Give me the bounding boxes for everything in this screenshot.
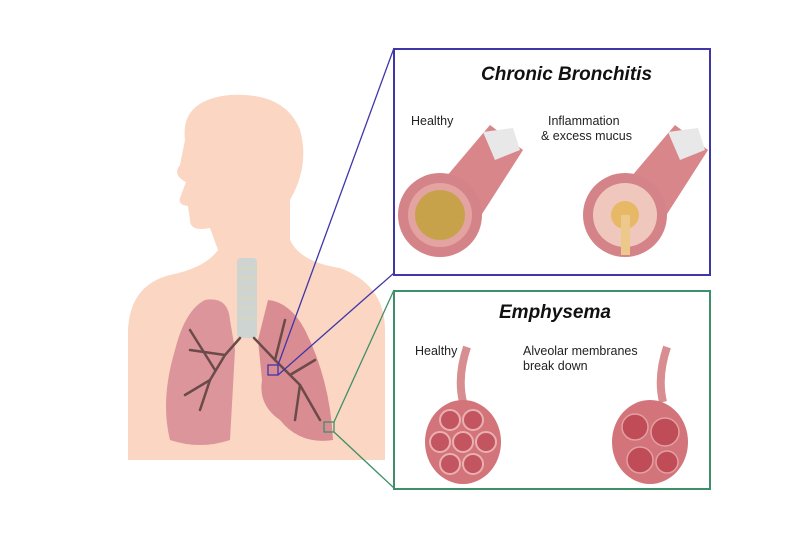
- emphysema-callout: [323, 289, 395, 489]
- healthy-label: Healthy: [415, 344, 458, 358]
- chronic-bronchitis-callout: [267, 47, 395, 376]
- chronic-bronchitis-title: Chronic Bronchitis: [481, 64, 653, 85]
- inflammation-label: Inflammation: [548, 114, 620, 128]
- right-lung: [166, 299, 235, 445]
- bronchi: [183, 318, 322, 422]
- alveolar-label: Alveolar membranes: [523, 344, 638, 358]
- healthy-alveoli: [425, 345, 501, 484]
- damaged-alveoli: [612, 345, 688, 484]
- bronchi-cross-sections: [398, 125, 708, 257]
- break-down-label: break down: [523, 359, 588, 373]
- alveoli-illustrations: [425, 345, 688, 484]
- inflamed-bronchus: [583, 125, 708, 257]
- emphysema-title: Emphysema: [499, 302, 611, 323]
- healthy-label: Healthy: [411, 114, 454, 128]
- emphysema-panel: Emphysema Healthy Alveolar membranes bre…: [393, 290, 711, 490]
- excess-mucus-label: & excess mucus: [541, 129, 633, 143]
- healthy-bronchus: [398, 125, 523, 257]
- chronic-bronchitis-panel: Chronic Bronchitis Healthy Inflammation …: [393, 48, 711, 276]
